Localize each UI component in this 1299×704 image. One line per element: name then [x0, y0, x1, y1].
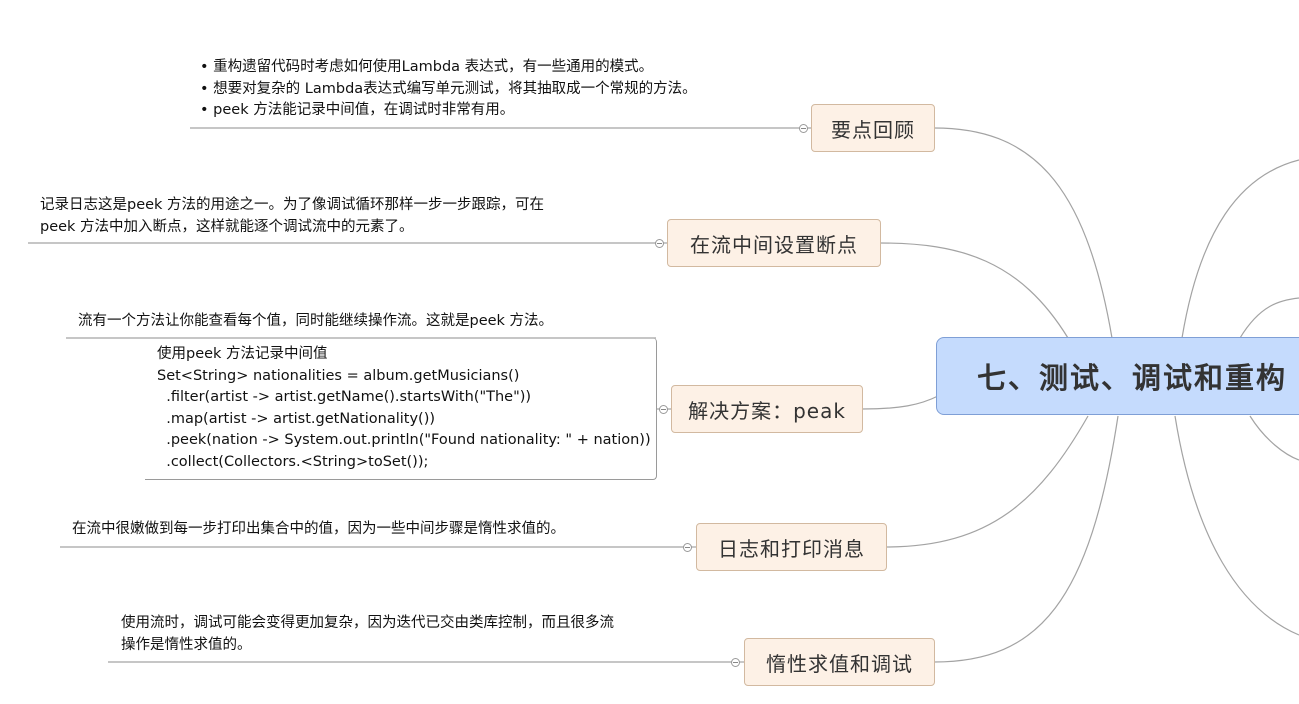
note-duandian: 记录日志这是peek 方法的用途之一。为了像调试循环那样一步一步跟踪，可在 pe…: [40, 195, 544, 238]
code-line: 使用peek 方法记录中间值: [157, 346, 328, 362]
note-line: 使用流时，调试可能会变得更加复杂，因为迭代已交由类库控制，而且很多流: [121, 615, 614, 631]
connector-root-duandian: [879, 242, 1069, 339]
note-line: 重构遗留代码时考虑如何使用Lambda 表达式，有一些通用的模式。: [200, 57, 697, 79]
collapse-toggle-duoxing[interactable]: [731, 658, 740, 667]
topic-duandian[interactable]: 在流中间设置断点: [667, 219, 881, 267]
note-rizhi: 在流中很嫩做到每一步打印出集合中的值，因为一些中间步骤是惰性求值的。: [72, 519, 565, 541]
connector-root-rizhi: [885, 415, 1089, 548]
topic-rizhi[interactable]: 日志和打印消息: [696, 523, 887, 571]
note-line: 操作是惰性求值的。: [121, 636, 252, 653]
connector-root-right-bottom: [1174, 415, 1299, 636]
connector-root-right-mid-top: [1239, 297, 1299, 339]
topic-label: 日志和打印消息: [718, 536, 865, 561]
root-topic[interactable]: 七、测试、调试和重构: [936, 337, 1299, 415]
topic-label: 要点回顾: [831, 117, 915, 142]
connector-root-right-top: [1181, 159, 1299, 339]
connector-root-yaodian: [933, 127, 1113, 339]
code-line: Set<String> nationalities = album.getMus…: [157, 367, 520, 384]
topic-label: 惰性求值和调试: [766, 651, 913, 676]
note-peak: 流有一个方法让你能查看每个值，同时能继续操作流。这就是peek 方法。: [78, 311, 553, 333]
code-line: .map(artist -> artist.getNationality()): [157, 410, 436, 427]
note-yaodian: 重构遗留代码时考虑如何使用Lambda 表达式，有一些通用的模式。 想要对复杂的…: [200, 57, 697, 122]
connector-root-right-mid-bottom: [1249, 415, 1299, 461]
note-line: 记录日志这是peek 方法的用途之一。为了像调试循环那样一步一步跟踪，可在: [40, 197, 545, 213]
collapse-toggle-peak[interactable]: [659, 405, 668, 414]
note-line: 想要对复杂的 Lambda表达式编写单元测试，将其抽取成一个常规的方法。: [200, 79, 697, 101]
note-line: peek 方法能记录中间值，在调试时非常有用。: [200, 100, 697, 122]
code-line: .filter(artist -> artist.getName().start…: [157, 389, 532, 405]
code-line: .peek(nation -> System.out.println("Foun…: [157, 432, 651, 448]
code-example: 使用peek 方法记录中间值 Set<String> nationalities …: [145, 338, 657, 480]
code-line: .collect(Collectors.<String>toSet());: [157, 453, 429, 470]
collapse-toggle-duandian[interactable]: [655, 239, 664, 248]
root-title: 七、测试、调试和重构: [977, 361, 1288, 395]
topic-peak[interactable]: 解决方案：peak: [671, 385, 863, 433]
collapse-toggle-yaodian[interactable]: [799, 124, 808, 133]
collapse-toggle-rizhi[interactable]: [683, 543, 692, 552]
topic-label: 在流中间设置断点: [690, 232, 858, 257]
topic-duoxing[interactable]: 惰性求值和调试: [744, 638, 935, 686]
topic-yaodian[interactable]: 要点回顾: [811, 104, 935, 152]
note-line: 流有一个方法让你能查看每个值，同时能继续操作流。这就是peek 方法。: [78, 313, 554, 329]
connector-root-peak: [861, 395, 939, 410]
topic-label: 解决方案：peak: [688, 398, 846, 423]
note-duoxing: 使用流时，调试可能会变得更加复杂，因为迭代已交由类库控制，而且很多流 操作是惰性…: [121, 613, 614, 656]
note-line: 在流中很嫩做到每一步打印出集合中的值，因为一些中间步骤是惰性求值的。: [72, 521, 565, 537]
connector-root-duoxing: [933, 415, 1119, 663]
note-line: peek 方法中加入断点，这样就能逐个调试流中的元素了。: [40, 218, 414, 235]
